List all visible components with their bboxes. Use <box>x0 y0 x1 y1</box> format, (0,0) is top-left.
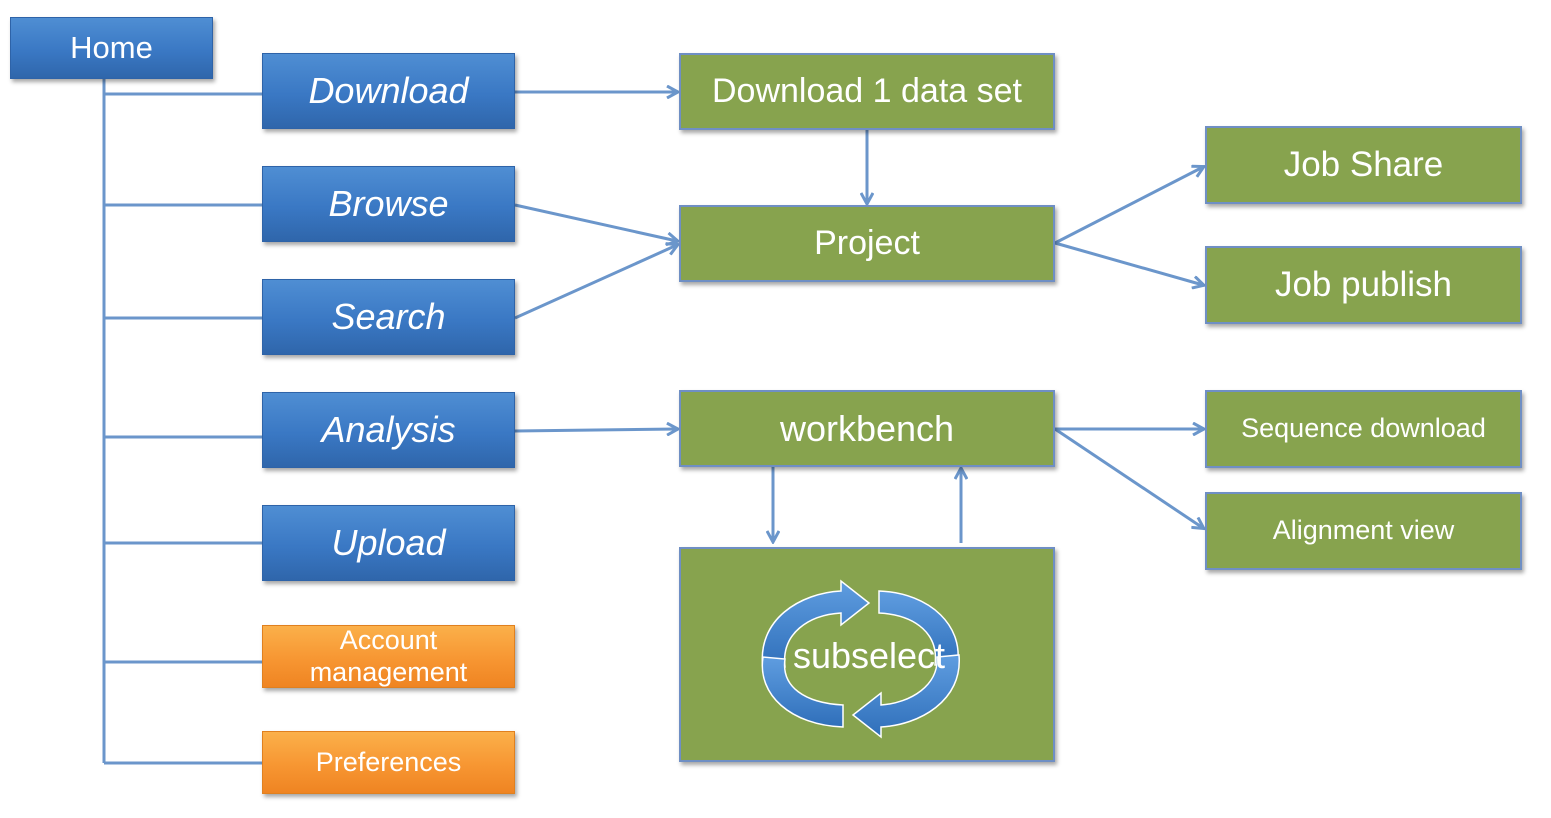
nav-account-management-label: Account management <box>309 625 468 687</box>
nav-account-management-node[interactable]: Account management <box>262 625 515 688</box>
project-node[interactable]: Project <box>679 205 1055 282</box>
job-share-label: Job Share <box>1283 144 1444 184</box>
nav-upload-label: Upload <box>331 522 446 564</box>
nav-download-label: Download <box>308 70 469 112</box>
download-one-data-set-node[interactable]: Download 1 data set <box>679 53 1055 130</box>
nav-analysis-node[interactable]: Analysis <box>262 392 515 468</box>
nav-preferences-node[interactable]: Preferences <box>262 731 515 794</box>
nav-download-node[interactable]: Download <box>262 53 515 129</box>
arrow-project-to-jobshare <box>1054 167 1203 245</box>
arrow-project-to-jobpublish <box>1054 241 1203 285</box>
nav-search-node[interactable]: Search <box>262 279 515 355</box>
nav-browse-node[interactable]: Browse <box>262 166 515 242</box>
arrow-workbench-to-alignment <box>1054 427 1203 528</box>
workbench-node[interactable]: workbench <box>679 390 1055 467</box>
download-one-data-set-label: Download 1 data set <box>712 71 1022 110</box>
cycle-arrows-icon <box>761 579 960 739</box>
nav-upload-node[interactable]: Upload <box>262 505 515 581</box>
workbench-label: workbench <box>779 407 955 449</box>
project-label: Project <box>814 223 920 262</box>
sequence-download-node[interactable]: Sequence download <box>1205 390 1522 468</box>
alignment-view-node[interactable]: Alignment view <box>1205 492 1522 570</box>
nav-search-label: Search <box>331 296 446 338</box>
nav-browse-label: Browse <box>328 183 449 225</box>
home-label: Home <box>70 30 153 66</box>
alignment-view-label: Alignment view <box>1272 515 1455 546</box>
home-node[interactable]: Home <box>10 17 213 79</box>
subselect-label: subselect <box>792 635 946 676</box>
job-publish-label: Job publish <box>1274 264 1453 304</box>
nav-preferences-label: Preferences <box>315 746 462 777</box>
arrow-analysis-to-workbench <box>514 429 677 431</box>
subselect-node[interactable]: subselect <box>679 547 1055 762</box>
job-share-node[interactable]: Job Share <box>1205 126 1522 204</box>
job-publish-node[interactable]: Job publish <box>1205 246 1522 324</box>
arrow-search-to-project <box>514 245 677 320</box>
arrow-browse-to-project <box>514 203 677 241</box>
nav-analysis-label: Analysis <box>321 409 456 451</box>
sequence-download-label: Sequence download <box>1241 413 1486 444</box>
